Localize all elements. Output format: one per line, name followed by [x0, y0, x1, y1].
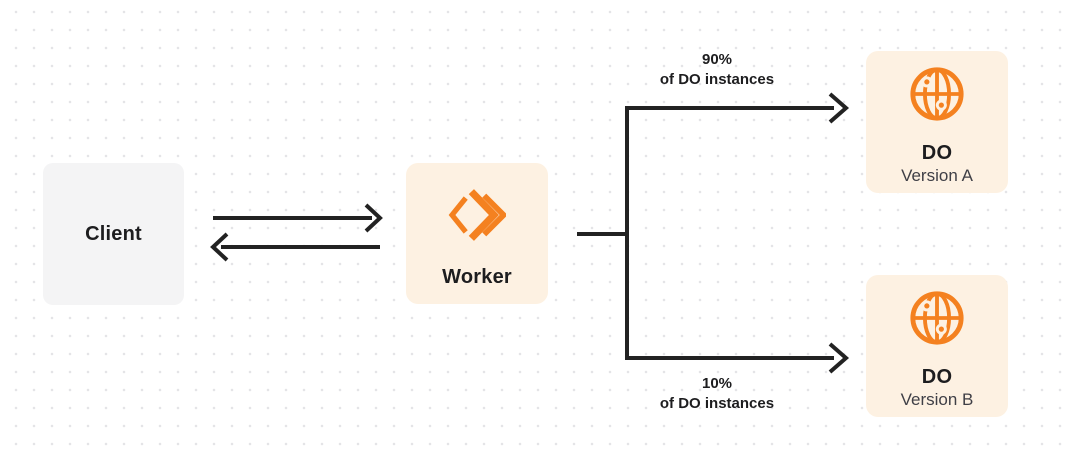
- arrowhead-bottom-branch-icon: [828, 342, 850, 374]
- top-split-percent: 90%: [701, 51, 733, 68]
- cloudflare-workers-icon: [448, 189, 506, 241]
- worker-label: Worker: [442, 266, 512, 288]
- client-label: Client: [85, 223, 142, 245]
- globe-icon: [910, 291, 964, 345]
- top-split-caption: of DO instances: [659, 71, 775, 88]
- globe-icon: [910, 67, 964, 121]
- arrowhead-top-branch-icon: [828, 92, 850, 124]
- client-node: Client: [43, 163, 184, 305]
- do-b-title: DO: [921, 366, 953, 388]
- arrowhead-left-icon: [210, 232, 229, 262]
- do-b-subtitle: Version B: [900, 390, 974, 409]
- do-a-subtitle: Version A: [901, 166, 973, 185]
- fork-branches: [625, 106, 834, 360]
- bottom-split-label: 10% of DO instances: [617, 374, 817, 414]
- worker-node: Worker: [406, 163, 548, 304]
- arrowhead-right-icon: [364, 203, 383, 233]
- do-a-title: DO: [921, 142, 953, 164]
- do-version-b-node: DO Version B: [866, 275, 1008, 417]
- bottom-split-caption: of DO instances: [659, 395, 775, 412]
- do-version-a-node: DO Version A: [866, 51, 1008, 193]
- top-split-label: 90% of DO instances: [617, 50, 817, 90]
- bottom-split-percent: 10%: [701, 375, 733, 392]
